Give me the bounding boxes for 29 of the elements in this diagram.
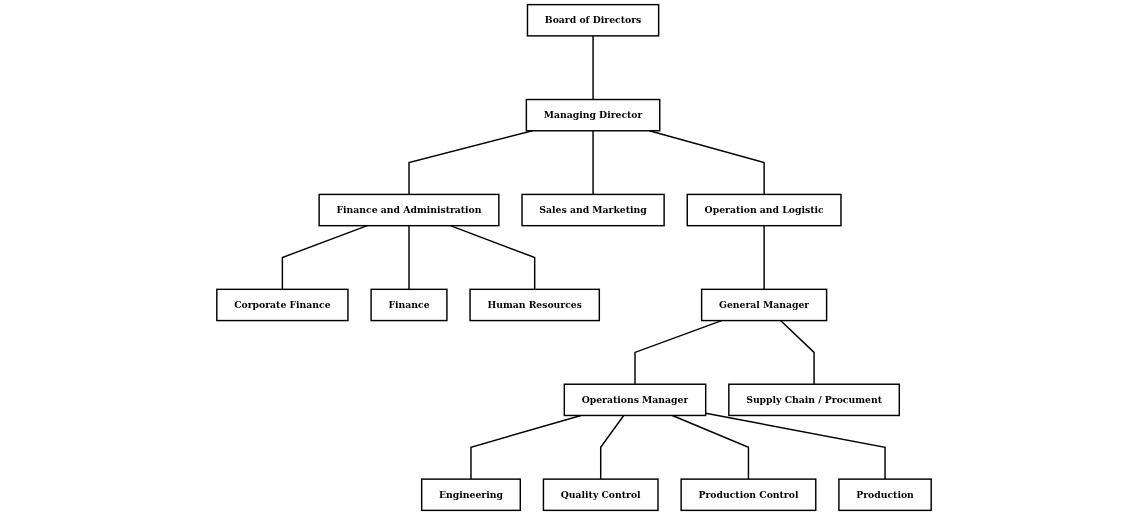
node-box: General Manager [700,288,828,322]
connector [671,414,750,480]
node-box: Corporate Finance [216,288,349,322]
connector [600,414,625,480]
connector [634,319,723,385]
connector [470,414,582,480]
connector [763,224,765,291]
node-box: Production Control [680,478,817,512]
connector [592,35,594,101]
node-box: Engineering [420,478,521,512]
node-box: Production [838,478,932,512]
node-box: Finance [370,288,448,322]
connector [408,224,410,291]
node-box: Sales and Marketing [521,193,665,227]
connector [648,130,765,196]
node-box: Quality Control [542,478,659,512]
node-box: Board of Directors [526,3,660,37]
node-box: Finance and Administration [318,193,500,227]
connector [779,319,815,385]
node-box: Managing Director [525,98,661,132]
connector [449,224,536,291]
connector [281,224,369,291]
node-box: Operation and Logistic [686,193,842,227]
connector [408,130,534,196]
connector [592,130,594,196]
node-box: Supply Chain / Procument [728,383,901,417]
connector [704,412,886,480]
node-box: Human Resources [469,288,601,322]
node-box: Operations Manager [563,383,707,417]
